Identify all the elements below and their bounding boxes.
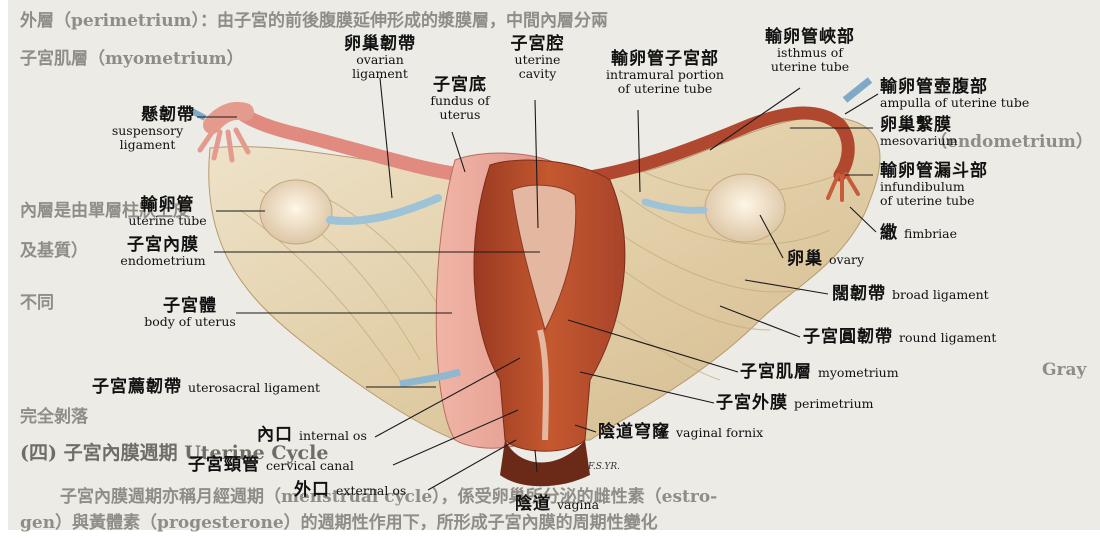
label-en: broad ligament	[892, 287, 989, 302]
label-mesovarium: 卵巢繫膜 mesovarium	[880, 116, 958, 148]
label-round-ligament: 子宮圓韌帶 round ligament	[803, 328, 996, 346]
label-en: fimbriae	[904, 226, 957, 241]
label-zh: 陰道	[515, 494, 551, 514]
label-zh: 卵巢韌帶	[325, 35, 435, 53]
label-zh: 輸卵管	[120, 196, 215, 214]
label-ovarian-ligament: 卵巢韌帶 ovarian ligament	[325, 35, 435, 80]
label-uterine-cavity: 子宮腔 uterine cavity	[495, 35, 580, 80]
label-cervical-canal: 子宮頸管 cervical canal	[188, 456, 354, 474]
label-perimetrium: 子宮外膜 perimetrium	[716, 394, 874, 412]
label-zh: 子宮薦韌帶	[92, 377, 182, 397]
label-internal-os: 內口 internal os	[257, 426, 367, 444]
label-zh: 子宮底	[415, 76, 505, 94]
label-fimbriae: 繖 fimbriae	[880, 224, 957, 242]
label-external-os: 外口 external os	[294, 481, 406, 499]
label-zh: 外口	[294, 480, 330, 500]
label-broad-ligament: 闊韌帶 broad ligament	[832, 285, 989, 303]
label-fundus-of-uterus: 子宮底 fundus of uterus	[415, 76, 505, 121]
label-en: isthmus of uterine tube	[755, 46, 865, 73]
label-zh: 輸卵管子宮部	[595, 50, 735, 68]
label-en: uterosacral ligament	[188, 380, 320, 395]
label-zh: 陰道穹窿	[598, 422, 670, 442]
label-zh: 懸韌帶	[100, 106, 195, 124]
label-en: ampulla of uterine tube	[880, 96, 1029, 110]
label-en: ovary	[829, 252, 864, 267]
label-zh: 繖	[880, 223, 898, 243]
label-suspensory-ligament: 懸韌帶 suspensory ligament	[100, 106, 195, 151]
label-intramural-portion: 輸卵管子宮部 intramural portion of uterine tub…	[595, 50, 735, 95]
label-en: infundibulum of uterine tube	[880, 180, 988, 207]
label-zh: 內口	[257, 425, 293, 445]
label-en: myometrium	[818, 365, 899, 380]
label-uterosacral-ligament: 子宮薦韌帶 uterosacral ligament	[92, 378, 320, 396]
label-body-of-uterus: 子宮體 body of uterus	[140, 297, 240, 329]
label-en: body of uterus	[140, 315, 240, 329]
label-endometrium: 子宮內膜 endometrium	[113, 236, 213, 268]
label-en: uterine tube	[120, 214, 215, 228]
label-vagina: 陰道 vagina	[515, 495, 599, 513]
label-en: endometrium	[113, 254, 213, 268]
label-zh: 闊韌帶	[832, 284, 886, 304]
label-myometrium: 子宮肌層 myometrium	[740, 363, 899, 381]
label-en: round ligament	[899, 330, 996, 345]
label-en: perimetrium	[794, 396, 874, 411]
label-en: cervical canal	[266, 458, 354, 473]
label-en: vaginal fornix	[676, 425, 763, 440]
label-ovary: 卵巢 ovary	[787, 250, 864, 268]
label-uterine-tube: 輸卵管 uterine tube	[120, 196, 215, 228]
label-zh: 子宮頸管	[188, 455, 260, 475]
label-zh: 輸卵管壺腹部	[880, 78, 1029, 96]
label-en: fundus of uterus	[415, 94, 505, 121]
label-zh: 子宮圓韌帶	[803, 327, 893, 347]
label-zh: 子宮內膜	[113, 236, 213, 254]
label-en: vagina	[557, 497, 599, 512]
label-zh: 子宮體	[140, 297, 240, 315]
label-zh: 子宮腔	[495, 35, 580, 53]
label-en: internal os	[299, 428, 367, 443]
label-zh: 子宮外膜	[716, 393, 788, 413]
label-en: intramural portion of uterine tube	[595, 68, 735, 95]
label-isthmus: 輸卵管峽部 isthmus of uterine tube	[755, 28, 865, 73]
label-en: uterine cavity	[495, 53, 580, 80]
label-en: mesovarium	[880, 134, 958, 148]
label-en: external os	[336, 483, 406, 498]
label-zh: 子宮肌層	[740, 362, 812, 382]
label-ampulla: 輸卵管壺腹部 ampulla of uterine tube	[880, 78, 1029, 110]
label-zh: 卵巢繫膜	[880, 116, 958, 134]
label-zh: 卵巢	[787, 249, 823, 269]
label-vaginal-fornix: 陰道穹窿 vaginal fornix	[598, 423, 763, 441]
artist-signature: F.S.YR.	[588, 462, 620, 472]
label-infundibulum: 輸卵管漏斗部 infundibulum of uterine tube	[880, 162, 988, 207]
label-zh: 輸卵管漏斗部	[880, 162, 988, 180]
label-en: suspensory ligament	[100, 124, 195, 151]
label-zh: 輸卵管峽部	[755, 28, 865, 46]
